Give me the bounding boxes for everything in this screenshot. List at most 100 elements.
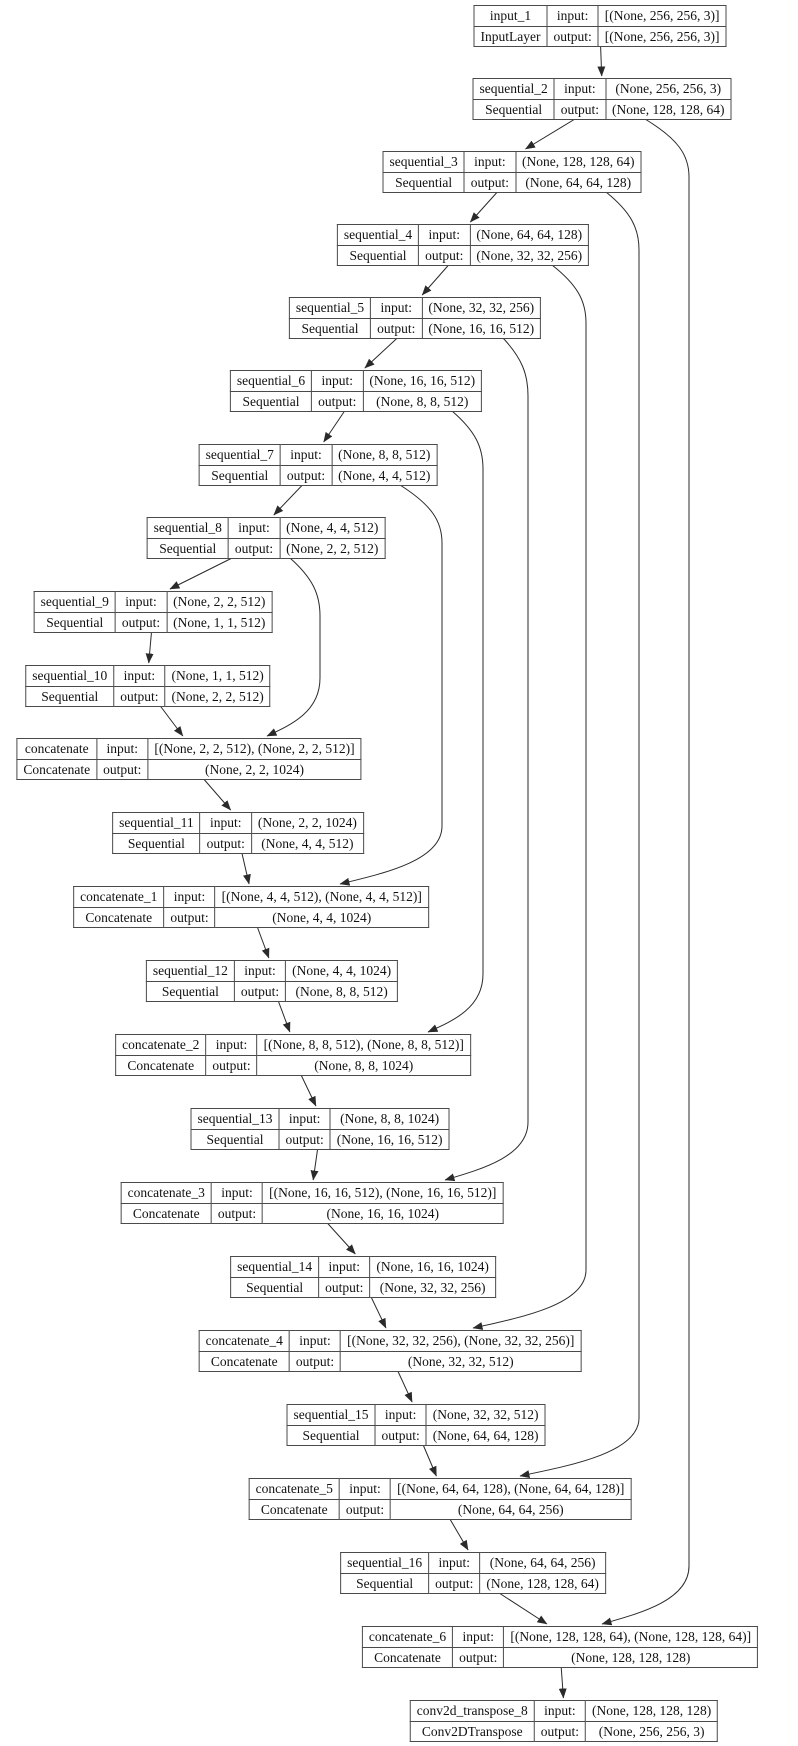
edge-concatenate_4-to-sequential_15 <box>397 1370 413 1403</box>
input-label: input: <box>546 5 599 27</box>
input-label: input: <box>113 665 166 687</box>
output-shape: (None, 32, 32, 512) <box>340 1350 582 1373</box>
input-label: input: <box>428 1552 481 1574</box>
layer-name: sequential_14 <box>230 1256 320 1278</box>
input-shape: [(None, 16, 16, 512), (None, 16, 16, 512… <box>262 1182 504 1204</box>
output-label: output: <box>163 906 216 929</box>
output-shape: (None, 8, 8, 512) <box>285 980 399 1003</box>
input-label: input: <box>533 1700 587 1722</box>
edge-sequential_15-to-concatenate_5 <box>422 1444 437 1477</box>
edge-concatenate_6-to-conv2d_transpose_8 <box>558 1666 567 1699</box>
layer-type: Sequential <box>288 317 372 340</box>
layer-name: input_1 <box>473 5 548 27</box>
layer-name: sequential_4 <box>336 224 420 246</box>
layer-type: Concatenate <box>73 906 165 929</box>
input-label: input: <box>311 370 364 392</box>
output-shape: (None, 16, 16, 1024) <box>262 1202 504 1225</box>
output-label: output: <box>452 1646 505 1669</box>
input-shape: (None, 32, 32, 256) <box>421 297 542 319</box>
layer-name: concatenate_1 <box>73 886 165 908</box>
layer-name: concatenate_6 <box>361 1626 454 1648</box>
output-label: output: <box>463 171 517 194</box>
layer-name: sequential_9 <box>33 591 116 613</box>
layer-name: sequential_5 <box>288 297 372 319</box>
layer-name: sequential_16 <box>340 1552 430 1574</box>
output-shape: (None, 256, 256, 3) <box>585 1720 719 1743</box>
output-label: output: <box>418 244 471 267</box>
edge-concatenate_2-to-sequential_13 <box>300 1074 317 1107</box>
output-shape: (None, 64, 64, 256) <box>390 1498 632 1521</box>
output-label: output: <box>546 25 599 48</box>
output-label: output: <box>288 1350 342 1373</box>
layer-type: Conv2DTranspose <box>409 1720 535 1743</box>
output-label: output: <box>533 1720 587 1743</box>
input-shape: [(None, 4, 4, 512), (None, 4, 4, 512)] <box>214 886 429 908</box>
input-label: input: <box>199 812 252 834</box>
input-shape: [(None, 8, 8, 512), (None, 8, 8, 512)] <box>256 1034 471 1056</box>
layer-type: Sequential <box>198 464 281 487</box>
edge-sequential_16-to-concatenate_6 <box>498 1592 548 1625</box>
layer-type: Sequential <box>25 685 115 708</box>
edge-sequential_9-to-sequential_10 <box>145 631 154 664</box>
layer-name: sequential_13 <box>190 1108 280 1130</box>
skip-edge-sequential_8-to-concatenate <box>266 557 321 737</box>
input-shape: (None, 32, 32, 512) <box>425 1404 546 1426</box>
skip-edge-sequential_4-to-concatenate_4 <box>472 264 587 1330</box>
edge-concatenate_3-to-sequential_14 <box>326 1222 356 1255</box>
output-shape: (None, 2, 2, 512) <box>164 685 271 708</box>
layer-name: concatenate <box>16 738 98 760</box>
edge-input_1-to-sequential_2 <box>597 45 606 77</box>
input-label: input: <box>227 517 281 539</box>
input-shape: (None, 2, 2, 512) <box>166 591 273 613</box>
edge-sequential_12-to-concatenate_2 <box>277 1000 291 1033</box>
skip-edge-sequential_6-to-concatenate_2 <box>427 410 484 1033</box>
input-label: input: <box>370 297 423 319</box>
layer-type: Sequential <box>472 98 555 121</box>
edge-sequential_8-to-sequential_9 <box>169 557 233 590</box>
input-shape: (None, 2, 2, 1024) <box>250 812 364 834</box>
output-shape: (None, 4, 4, 1024) <box>214 906 429 929</box>
input-label: input: <box>338 1478 392 1500</box>
input-shape: (None, 128, 128, 128) <box>585 1700 719 1722</box>
input-shape: (None, 64, 64, 128) <box>469 224 590 246</box>
layer-type: Concatenate <box>16 758 98 781</box>
edge-sequential_3-to-sequential_4 <box>469 191 498 223</box>
output-shape: (None, 1, 1, 512) <box>166 611 273 634</box>
output-shape: (None, 128, 128, 64) <box>479 1572 606 1595</box>
output-label: output: <box>227 537 281 560</box>
output-shape: (None, 4, 4, 512) <box>331 464 438 487</box>
layer-type: Concatenate <box>120 1202 212 1225</box>
input-label: input: <box>288 1330 342 1352</box>
output-label: output: <box>553 98 607 121</box>
output-label: output: <box>279 464 333 487</box>
input-label: input: <box>114 591 168 613</box>
input-label: input: <box>279 444 333 466</box>
edge-concatenate_5-to-sequential_16 <box>449 1518 469 1551</box>
input-shape: (None, 256, 256, 3) <box>605 78 732 100</box>
edge-sequential_5-to-sequential_6 <box>364 337 398 369</box>
layer-type: Sequential <box>229 390 313 413</box>
layer-name: concatenate_4 <box>198 1330 290 1352</box>
edge-sequential_6-to-sequential_7 <box>323 410 346 443</box>
layer-type: Concatenate <box>248 1498 340 1521</box>
output-shape: (None, 8, 8, 1024) <box>256 1054 471 1077</box>
input-shape: [(None, 2, 2, 512), (None, 2, 2, 512)] <box>147 738 362 760</box>
layer-type: Sequential <box>336 244 420 267</box>
output-shape: (None, 2, 2, 1024) <box>147 758 362 781</box>
